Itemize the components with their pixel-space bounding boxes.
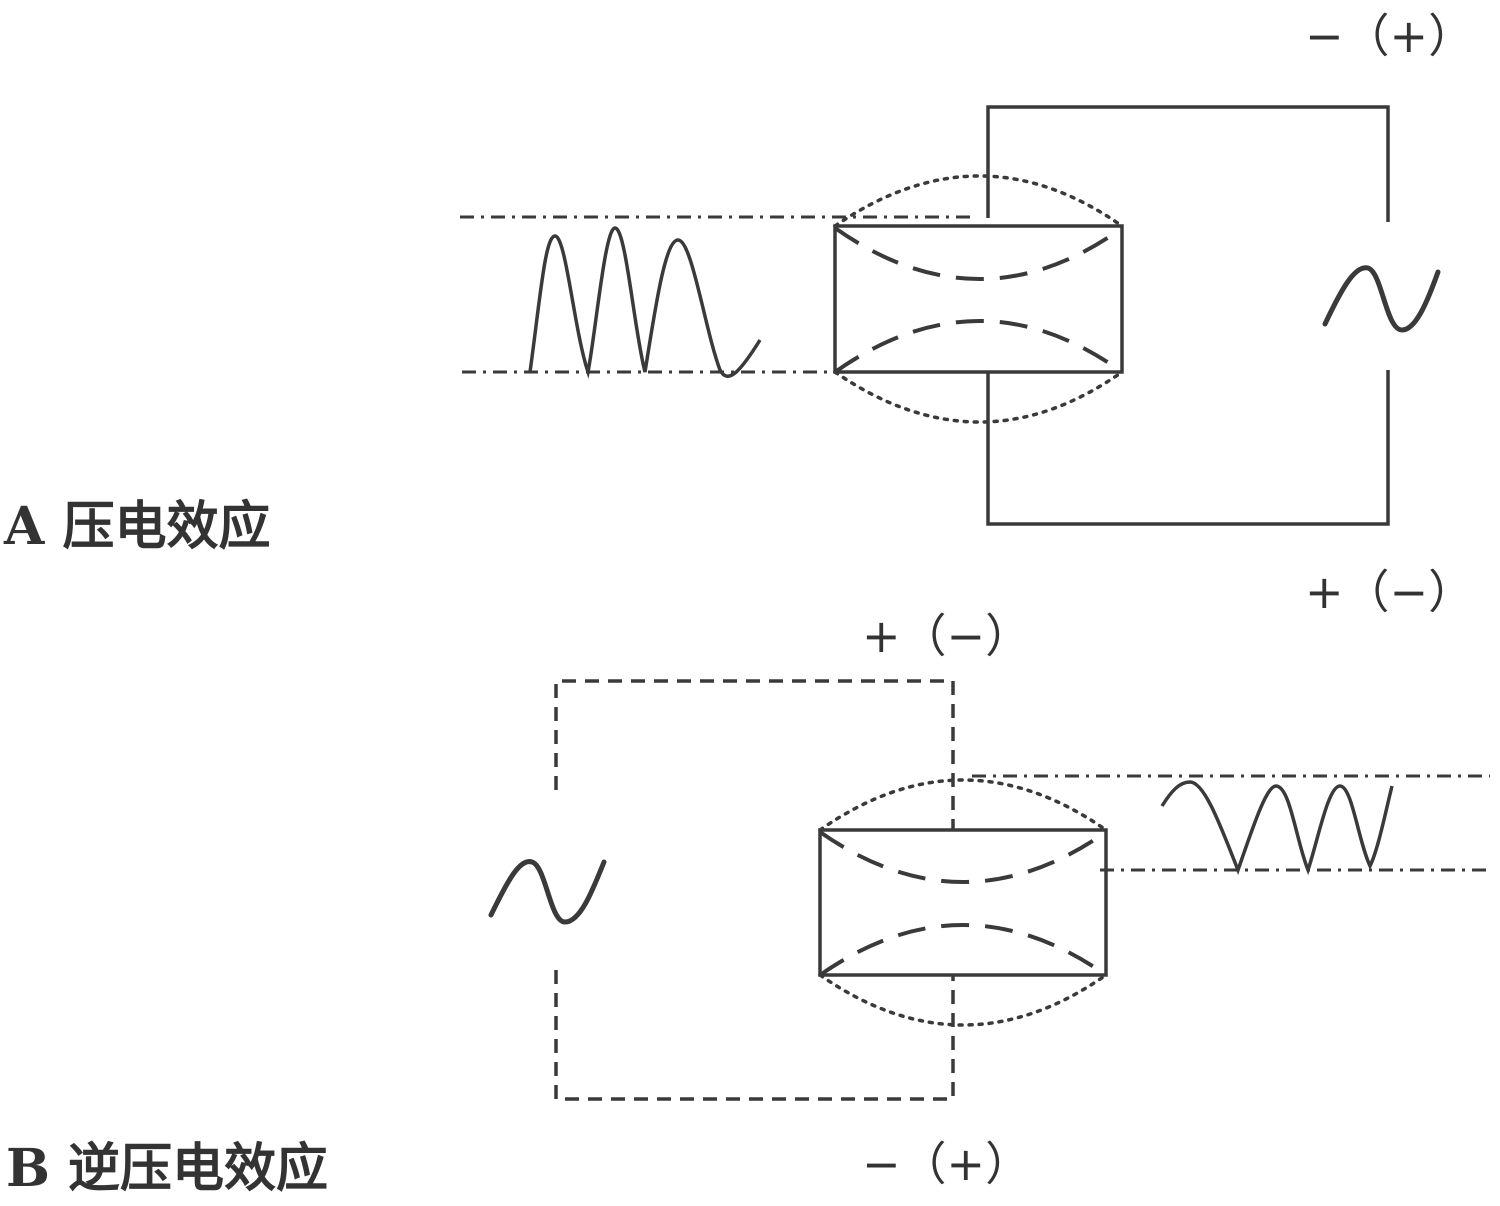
panel-b-crystal	[818, 828, 1108, 977]
panel-b-circuit-bottom	[554, 970, 955, 1101]
panel-b-deformation-upper	[818, 830, 1108, 884]
panel-a-circuit-bottom	[986, 370, 1390, 526]
panel-b-caption: B 逆压电效应	[6, 1138, 328, 1199]
panel-b-bottom-polarity: −（+）	[862, 1137, 1031, 1191]
panel-b-mechanical-wave	[1160, 780, 1394, 876]
panel-a-circuit-top	[986, 105, 1390, 222]
panel-a-bulge-lower	[833, 370, 1124, 424]
panel-a-deformation-lower	[833, 319, 1124, 374]
ac-source-icon	[1322, 265, 1441, 333]
panel-b-deformation-lower	[818, 923, 1108, 977]
ac-source-icon	[488, 859, 607, 925]
panel-a-bottom-polarity: +（−）	[1305, 565, 1474, 619]
panel-a: −（+） +（−） A 压电效应	[3, 9, 1474, 619]
panel-a-crystal	[833, 224, 1124, 374]
panel-a-deformation-upper	[833, 226, 1124, 281]
panel-a-top-polarity: −（+）	[1305, 9, 1474, 63]
panel-b-bulge-upper	[818, 778, 1108, 832]
panel-b-bulge-lower	[818, 973, 1108, 1027]
panel-b-top-polarity: +（−）	[862, 609, 1031, 663]
panel-a-mechanical-wave	[528, 226, 762, 379]
panel-b: +（−） −（+） B 逆压电效应	[6, 609, 1490, 1199]
panel-a-caption: A 压电效应	[3, 496, 270, 557]
panel-b-circuit-top	[554, 679, 955, 830]
panel-a-bulge-upper	[833, 174, 1124, 228]
